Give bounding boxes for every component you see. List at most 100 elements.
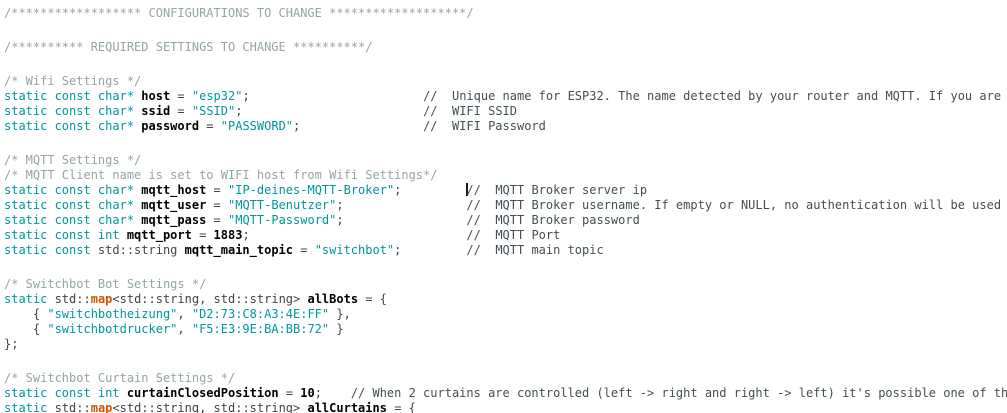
code-segment-id: mqtt_user [141,198,207,212]
code-segment-cb: /* Switchbot Bot Settings */ [4,277,207,291]
code-line: /* MQTT Settings */ [4,153,1007,168]
blank-line [4,55,1007,74]
code-line: static std::map<std::string, std::string… [4,401,1007,413]
code-segment-pl: ; [242,89,424,103]
code-segment-cl: // MQTT Broker server ip [466,183,648,197]
code-segment-pl: ; [242,228,467,242]
code-segment-str: "MQTT-Benutzer" [228,198,337,212]
code-segment-str: "switchbot" [314,243,395,257]
code-segment-cl: // MQTT Broker password [466,213,640,227]
code-segment-pl: std:: [47,292,91,306]
code-segment-pl [120,228,127,242]
code-segment-id: mqtt_pass [141,213,207,227]
code-line: static const char* host = "esp32"; // Un… [4,89,1007,104]
code-line: /* MQTT Client name is set to WIFI host … [4,168,1007,183]
code-segment-str: "F5:E3:9E:BA:BB:72" [191,322,330,336]
code-line: /* Wifi Settings */ [4,74,1007,89]
code-segment-pl: std:: [47,401,91,413]
code-segment-kw: static [4,401,48,413]
code-segment-id: allBots [307,292,359,306]
code-segment-pl: = { [358,292,387,306]
code-line: static std::map<std::string, std::string… [4,292,1007,307]
code-segment-kw: static const char* [4,183,135,197]
code-segment-id: mqtt_host [141,183,207,197]
code-segment-str: "esp32" [191,89,243,103]
code-segment-id: password [141,119,200,133]
blank-line [4,134,1007,153]
code-segment-pl: = [206,213,228,227]
code-segment-cb: /********** REQUIRED SETTINGS TO CHANGE … [4,40,373,54]
code-segment-cl: // WIFI SSID [423,104,517,118]
code-segment-pl: { [4,307,48,321]
code-line: }; [4,337,1007,352]
code-line: static const char* mqtt_user = "MQTT-Ben… [4,198,1007,213]
code-segment-num: 1883 [213,228,243,242]
code-line: static const char* mqtt_pass = "MQTT-Pas… [4,213,1007,228]
code-segment-cb: /* Wifi Settings */ [4,74,142,88]
code-segment-pl: = [206,183,228,197]
code-line: /********** REQUIRED SETTINGS TO CHANGE … [4,40,1007,55]
code-line: /****************** CONFIGURATIONS TO CH… [4,6,1007,21]
code-segment-pl: , [177,322,192,336]
code-line: static const int mqtt_port = 1883; // MQ… [4,228,1007,243]
code-segment-pl: = [206,198,228,212]
code-segment-kw: static const int [4,386,120,400]
code-segment-pl: = [199,119,221,133]
code-segment-pl: = [293,243,315,257]
blank-line [4,21,1007,40]
code-segment-pl: ; [336,213,467,227]
code-segment-cb: /* Switchbot Curtain Settings */ [4,371,236,385]
code-segment-pl: = [170,89,192,103]
code-segment-kw: static const [4,243,91,257]
code-segment-str: "D2:73:C8:A3:4E:FF" [191,307,330,321]
code-line: { "switchbotdrucker", "F5:E3:9E:BA:BB:72… [4,322,1007,337]
code-segment-num: 10 [300,386,315,400]
code-segment-str: "IP-deines-MQTT-Broker" [228,183,395,197]
text-cursor [466,183,469,196]
code-segment-cl: // MQTT main topic [466,243,604,257]
code-segment-cl: // MQTT Port [466,228,561,242]
code-segment-pl: ; [394,243,467,257]
code-segment-id: mqtt_main_topic [184,243,293,257]
code-segment-pl: }, [329,307,351,321]
code-segment-pl: = [191,228,214,242]
code-segment-pl: ; [235,104,424,118]
code-segment-kw: static const int [4,228,120,242]
code-segment-cl: // WIFI Password [423,119,546,133]
code-segment-id: curtainClosedPosition [126,386,279,400]
code-line: /* Switchbot Bot Settings */ [4,277,1007,292]
code-segment-pl: <std::string, std::string> [112,292,308,306]
code-segment-str: "MQTT-Password" [228,213,337,227]
code-line: static const char* password = "PASSWORD"… [4,119,1007,134]
code-segment-kw: static const char* [4,213,135,227]
code-segment-fn: map [90,292,113,306]
code-line: static const char* mqtt_host = "IP-deine… [4,183,1007,198]
code-segment-pl: , [177,307,192,321]
code-segment-kw: static const char* [4,198,135,212]
code-segment-pl: }; [4,337,19,351]
code-segment-cb: /* MQTT Settings */ [4,153,142,167]
blank-line [4,352,1007,371]
code-segment-cb: /****************** CONFIGURATIONS TO CH… [4,6,474,20]
code-segment-str: "SSID" [191,104,236,118]
code-line: { "switchbotheizung", "D2:73:C8:A3:4E:FF… [4,307,1007,322]
code-line: static const std::string mqtt_main_topic… [4,243,1007,258]
code-segment-pl: ; [394,183,467,197]
code-segment-pl: std::string [90,243,185,257]
code-segment-kw: static [4,292,48,306]
code-line: static const char* ssid = "SSID"; // WIF… [4,104,1007,119]
blank-line [4,258,1007,277]
code-segment-pl: { [4,322,48,336]
code-segment-pl [120,386,127,400]
code-segment-id: host [141,89,171,103]
code-segment-id: ssid [141,104,171,118]
code-segment-kw: static const char* [4,119,135,133]
code-segment-pl: ; [293,119,424,133]
code-segment-fn: map [90,401,113,413]
code-segment-pl: = { [386,401,416,413]
code-segment-pl: ; [336,198,467,212]
code-segment-kw: static const char* [4,89,135,103]
code-segment-str: "switchbotdrucker" [47,322,178,336]
code-segment-pl: <std::string, std::string> [112,401,308,413]
